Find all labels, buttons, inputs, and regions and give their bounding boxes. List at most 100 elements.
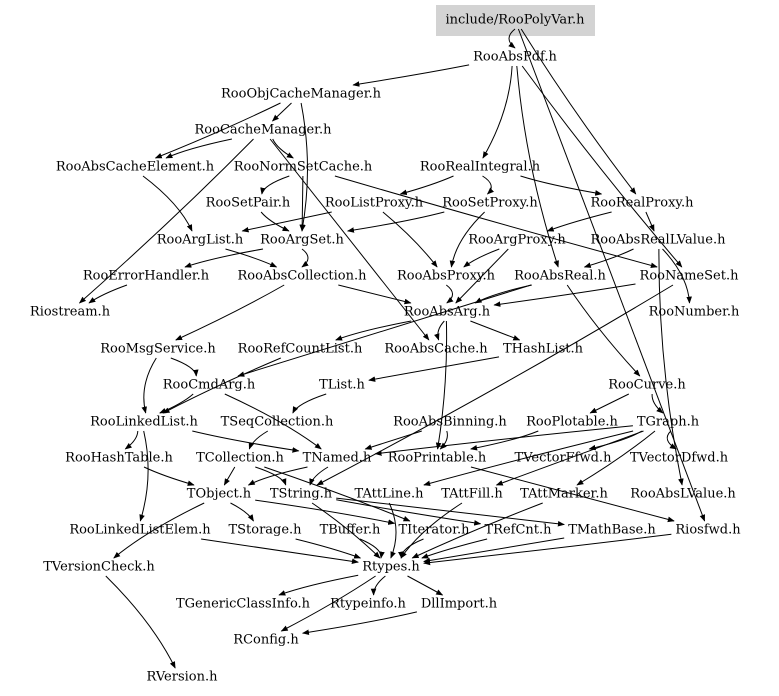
node-tobject[interactable]: TObject.h (187, 487, 252, 502)
edge-absArg-to-refCountList (335, 320, 412, 341)
node-absBinning[interactable]: RooAbsBinning.h (393, 415, 507, 430)
node-setPair[interactable]: RooSetPair.h (206, 196, 291, 211)
node-argList[interactable]: RooArgList.h (157, 233, 244, 248)
node-absPdf[interactable]: RooAbsPdf.h (473, 50, 557, 65)
edge-root-to-absPdf (508, 28, 516, 49)
node-buffer[interactable]: TBuffer.h (320, 523, 381, 538)
node-attLine[interactable]: TAttLine.h (355, 487, 425, 502)
edges-layer (78, 28, 706, 669)
edge-normSetCache-to-argSet (299, 175, 305, 232)
edge-realIntegral-to-realProxy (520, 175, 603, 196)
node-rversion[interactable]: RVersion.h (147, 670, 219, 685)
edge-setProxy-to-absProxy (449, 211, 485, 268)
node-msgService[interactable]: RooMsgService.h (100, 342, 216, 357)
node-cacheMgr[interactable]: RooCacheManager.h (195, 123, 333, 138)
node-rconfig[interactable]: RConfig.h (233, 633, 299, 648)
edge-msgService-to-linkedList (141, 357, 157, 414)
node-graph[interactable]: TGraph.h (637, 415, 700, 430)
edge-absArg-to-hashList (470, 320, 521, 341)
edge-absCollection-to-msgService (175, 284, 285, 341)
node-genericClassInfo[interactable]: TGenericClassInfo.h (176, 597, 311, 612)
node-named[interactable]: TNamed.h (303, 451, 372, 466)
node-realProxy[interactable]: RooRealProxy.h (590, 196, 694, 211)
node-absCache[interactable]: RooAbsCache.h (384, 342, 488, 357)
node-absArg[interactable]: RooAbsArg.h (404, 305, 491, 320)
edge-graph-to-named (374, 425, 633, 456)
edge-objCacheMgr-to-argSet (300, 102, 308, 232)
edge-collection-to-tstring (255, 466, 287, 486)
node-realIntegral[interactable]: RooRealIntegral.h (420, 160, 541, 175)
node-riostream[interactable]: Riostream.h (30, 305, 111, 320)
node-hashList[interactable]: THashList.h (503, 342, 584, 357)
node-storage[interactable]: TStorage.h (228, 523, 302, 538)
edge-graph-to-attMarker (576, 430, 656, 486)
edge-tstring-to-rtypes (311, 502, 381, 559)
node-absRealLValue[interactable]: RooAbsRealLValue.h (591, 233, 727, 248)
edge-absReal-to-cmdArg (237, 284, 532, 377)
node-normSetCache[interactable]: RooNormSetCache.h (234, 160, 373, 175)
edge-mathBase-to-rtypes (423, 537, 565, 564)
edge-plotable-to-printable (470, 430, 539, 451)
node-tlist[interactable]: TList.h (319, 378, 365, 393)
edge-setProxy-to-argSet (347, 211, 445, 233)
node-dllImport[interactable]: DllImport.h (421, 597, 498, 612)
node-refCountList[interactable]: RooRefCountList.h (238, 342, 363, 357)
node-collection[interactable]: TCollection.h (196, 451, 284, 466)
edge-hashTable-to-tobject (143, 466, 195, 486)
edge-errorHandler-to-riostream (88, 284, 128, 304)
node-refCnt[interactable]: TRefCnt.h (484, 523, 552, 538)
node-riosfwd[interactable]: Riosfwd.h (675, 523, 741, 538)
node-nameSet[interactable]: RooNameSet.h (640, 269, 740, 284)
node-setProxy[interactable]: RooSetProxy.h (442, 196, 538, 211)
edge-realProxy-to-absRealLValue (645, 211, 655, 232)
node-seqCollection[interactable]: TSeqCollection.h (221, 415, 334, 430)
edge-refCnt-to-rtypes (421, 538, 488, 559)
node-cmdArg[interactable]: RooCmdArg.h (163, 378, 256, 393)
node-attFill[interactable]: TAttFill.h (441, 487, 503, 502)
node-attMarker[interactable]: TAttMarker.h (520, 487, 608, 502)
edge-normSetCache-to-setPair (260, 175, 290, 195)
node-errorHandler[interactable]: RooErrorHandler.h (83, 269, 210, 284)
edge-listProxy-to-argList (241, 211, 332, 233)
node-mathBase[interactable]: TMathBase.h (568, 523, 656, 538)
edge-absCacheElem-to-argList (142, 175, 193, 232)
node-absLValue[interactable]: RooAbsLValue.h (630, 487, 736, 502)
edge-msgService-to-cmdArg (170, 357, 199, 377)
node-vectorD[interactable]: TVectorDfwd.h (630, 451, 729, 466)
node-iterator[interactable]: TIterator.h (398, 523, 470, 538)
edge-cacheMgr-to-absCacheElem (165, 138, 233, 159)
node-argSet[interactable]: RooArgSet.h (260, 233, 344, 248)
node-argProxy[interactable]: RooArgProxy.h (468, 233, 566, 248)
node-hashTable[interactable]: RooHashTable.h (65, 451, 173, 466)
node-vectorF[interactable]: TVectorFfwd.h (515, 451, 613, 466)
edge-linkedList-to-hashTable (124, 430, 139, 450)
node-absCacheElem[interactable]: RooAbsCacheElement.h (56, 160, 215, 175)
edge-printable-to-riosfwd (470, 466, 675, 523)
node-linkedList[interactable]: RooLinkedList.h (90, 415, 198, 430)
node-absReal[interactable]: RooAbsReal.h (514, 269, 606, 284)
edge-attLine-to-rtypes (388, 502, 397, 559)
node-absCollection[interactable]: RooAbsCollection.h (238, 269, 368, 284)
node-number[interactable]: RooNumber.h (649, 305, 740, 320)
edge-normSetCache-to-nameSet (334, 175, 658, 269)
edge-collection-to-tobject (223, 466, 236, 486)
node-versionCheck[interactable]: TVersionCheck.h (43, 560, 155, 575)
node-curve[interactable]: RooCurve.h (608, 378, 686, 393)
edge-absRealLValue-to-absReal (583, 248, 634, 268)
node-linkedListElem[interactable]: RooLinkedListElem.h (69, 523, 211, 538)
node-objCacheMgr[interactable]: RooObjCacheManager.h (221, 87, 382, 102)
edge-dllImport-to-rconfig (302, 611, 418, 636)
node-rtypeinfo[interactable]: Rtypeinfo.h (330, 597, 406, 612)
node-printable[interactable]: RooPrintable.h (388, 451, 487, 466)
edge-linkedListElem-to-rtypes (201, 538, 359, 565)
node-plotable[interactable]: RooPlotable.h (526, 415, 618, 430)
node-root[interactable]: include/RooPolyVar.h (446, 13, 586, 28)
node-absProxy[interactable]: RooAbsProxy.h (397, 269, 496, 284)
node-rtypes[interactable]: Rtypes.h (362, 560, 420, 575)
edge-graph-to-vectorF (588, 430, 643, 451)
node-listProxy[interactable]: RooListProxy.h (325, 196, 424, 211)
edge-rtypes-to-rconfig (280, 575, 376, 632)
edge-graph-to-vectorD (666, 430, 677, 450)
node-tstring[interactable]: TString.h (270, 487, 333, 502)
